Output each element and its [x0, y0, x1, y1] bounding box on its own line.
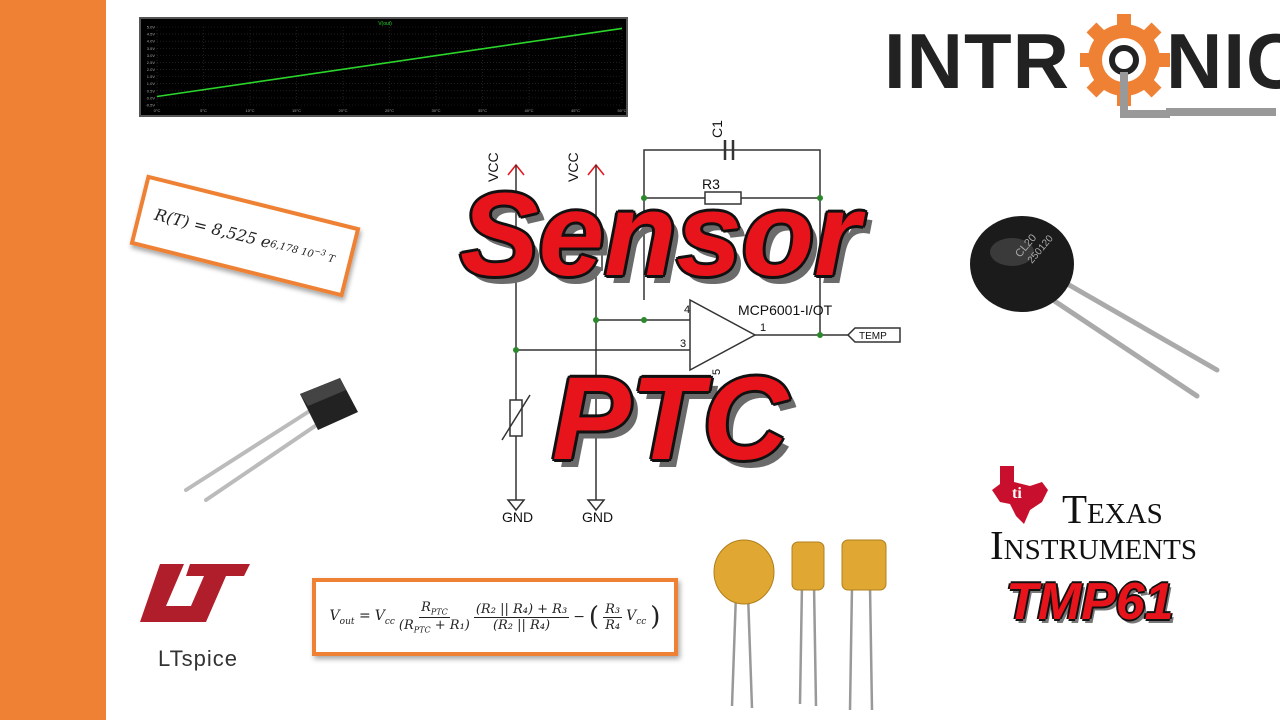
plot-y-tick: 2.5V — [147, 60, 156, 65]
plot-x-tick: 35°C — [478, 108, 487, 113]
plot-x-tick: 45°C — [571, 108, 580, 113]
formula-rt-var: T — [326, 253, 336, 266]
texas-state-icon: ti — [992, 466, 1048, 524]
plot-y-tick: 3.0V — [147, 53, 156, 58]
formula-rt-exponent-power: −3 — [313, 246, 328, 258]
gear-icon — [1080, 14, 1170, 118]
plot-y-tick: 1.5V — [147, 74, 156, 79]
plot-x-tick: 50°C — [618, 108, 626, 113]
brand-text-right: NIC — [1166, 17, 1280, 105]
vout-frac1-den: (R — [398, 617, 414, 633]
to92-component-image — [184, 378, 358, 502]
label-r3: R3 — [702, 176, 720, 192]
formula-rt-base: R(T) = 8,525 e — [152, 204, 273, 252]
plot-canvas: 5.0V 4.5V 4.0V 3.5V 3.0V 2.5V 2.0V 1.5V 1.0V 0.5V… — [145, 21, 627, 113]
label-vcc-1: VCC — [485, 152, 501, 182]
plot-x-tick: 15°C — [292, 108, 301, 113]
plot-trace-label: V(out) — [378, 21, 392, 27]
vout-frac1-den-sub: PTC — [413, 625, 431, 635]
vout-frac2-num: (R₂ || R₄) + R₃ — [473, 601, 570, 618]
plot-x-tick: 20°C — [339, 108, 348, 113]
vout-frac1-num-sub: PTC — [430, 607, 448, 617]
label-vcc-2: VCC — [565, 152, 581, 182]
label-gnd-1: GND — [502, 509, 533, 525]
intronic-logo: INTR NIC — [884, 8, 1280, 120]
plot-y-tick: 4.0V — [147, 39, 156, 44]
plot-y-tick: -0.5V — [145, 103, 155, 108]
label-pin-4: 4 — [684, 304, 690, 316]
vout-frac3-num: R₃ — [603, 601, 623, 618]
ti-line-1: Texas — [1062, 486, 1163, 532]
vout-frac1-num: R — [421, 599, 431, 615]
svg-text:ti: ti — [1012, 485, 1022, 502]
lt-logo-icon — [140, 564, 250, 622]
ltspice-plot: 5.0V 4.5V 4.0V 3.5V 3.0V 2.5V 2.0V 1.5V 1.0V 0.5V… — [139, 17, 628, 117]
plot-x-tick: 0°C — [154, 108, 161, 113]
plot-x-ticks: 0°C 5°C 10°C 15°C 20°C 25°C 30°C 35°C 40°C 45°C 50… — [154, 108, 627, 113]
brand-text-left: INTR — [884, 17, 1070, 105]
vout-vcc-2-sub: cc — [636, 616, 647, 627]
label-c1: C1 — [709, 120, 725, 138]
plot-y-tick: 5.0V — [147, 25, 156, 30]
vout-frac3-den: R₄ — [605, 617, 621, 633]
plot-trace — [156, 27, 623, 98]
logo-underline — [1166, 108, 1276, 116]
label-temp: TEMP — [859, 331, 887, 342]
formula-output-voltage: Vout = Vcc RPTC (RPTC + R₁) (R₂ || R₄) +… — [312, 578, 678, 656]
plot-y-tick: 2.0V — [147, 67, 156, 72]
plot-y-tick: 4.5V — [147, 32, 156, 37]
vout-vcc-2: V — [626, 607, 637, 624]
ltspice-label: LTspice — [158, 646, 238, 671]
vout-vcc: V — [374, 607, 385, 624]
part-number-tmp61: TMP61 — [1006, 573, 1174, 631]
label-pin-3: 3 — [680, 338, 686, 350]
label-opamp: MCP6001-I/OT — [738, 302, 833, 318]
vout-lhs-sub: out — [339, 616, 355, 627]
plot-x-tick: 10°C — [246, 108, 255, 113]
plot-x-tick: 25°C — [385, 108, 394, 113]
plot-x-tick: 40°C — [525, 108, 534, 113]
plot-y-tick: 3.5V — [147, 46, 156, 51]
ptc-fuse-components-image — [713, 539, 887, 711]
title-ptc: PTC — [552, 353, 788, 485]
ti-line-2: Instruments — [990, 522, 1198, 568]
disc-thermistor-image: CL20 250120 — [970, 216, 1220, 399]
plot-y-ticks: 5.0V 4.5V 4.0V 3.5V 3.0V 2.5V 2.0V 1.5V 1.0V 0.5V… — [145, 25, 155, 108]
plot-y-tick: 0.0V — [147, 95, 156, 100]
orange-side-bar — [0, 0, 106, 720]
vout-frac2-den: (R₂ || R₄) — [492, 617, 551, 633]
label-pin-1: 1 — [760, 322, 766, 334]
label-gnd-2: GND — [582, 509, 613, 525]
plot-x-tick: 30°C — [432, 108, 441, 113]
plot-y-tick: 0.5V — [147, 88, 156, 93]
plot-y-tick: 1.0V — [147, 81, 156, 86]
title-sensor: Sensor — [459, 169, 861, 301]
circuit-schematic: VCC VCC C1 R3 MCP6001-I/OT 1 3 4 5 TEMP … — [485, 120, 901, 525]
vout-vcc-sub: cc — [384, 616, 395, 627]
vout-lhs: V — [329, 607, 340, 624]
plot-x-tick: 5°C — [200, 108, 207, 113]
plot-grid — [156, 26, 623, 106]
vout-frac1-den-rest: + R₁) — [430, 617, 470, 633]
label-pin-5: 5 — [711, 369, 723, 375]
formula-rt-exponent: 6,178 10 — [268, 238, 315, 261]
